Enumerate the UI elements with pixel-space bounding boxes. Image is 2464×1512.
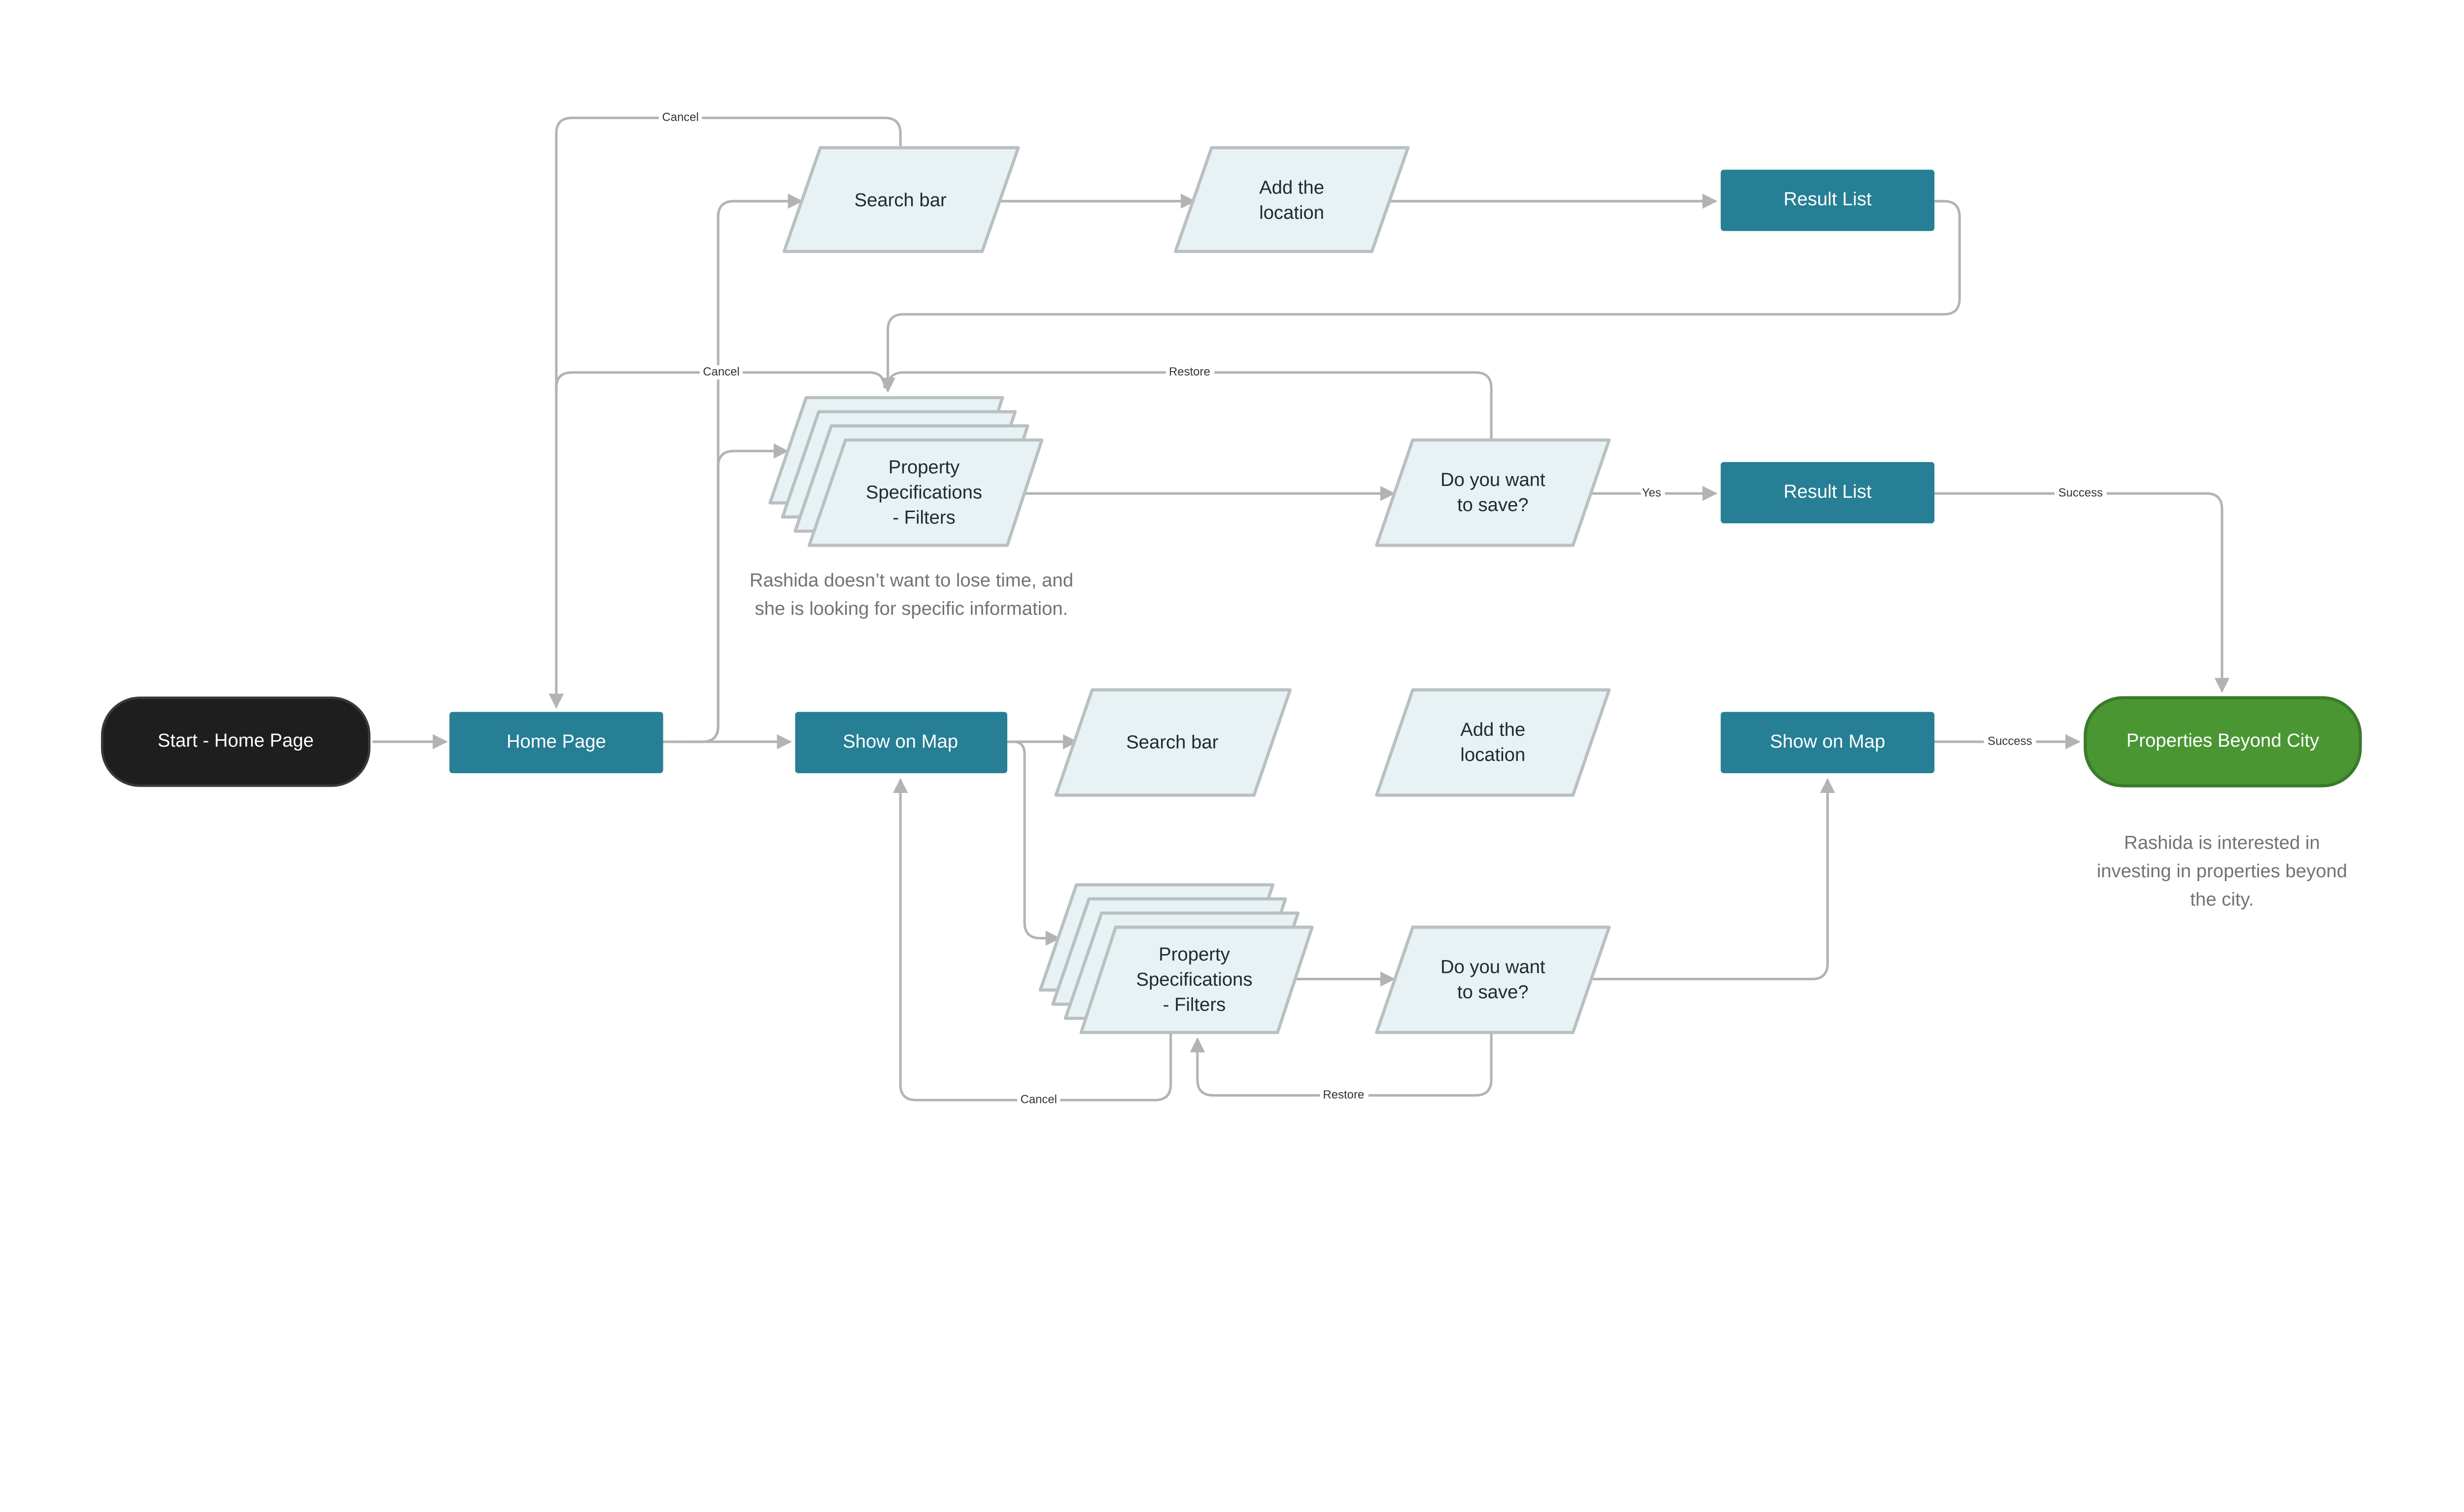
node-home-page-label: Home Page (507, 731, 606, 752)
node-save-top-line1: Do you want (1440, 469, 1545, 490)
edge-restore-top (887, 371, 1493, 440)
edge-cancel-top (548, 116, 902, 709)
node-add-location-top-line1: Add the (1259, 177, 1324, 198)
note-end-line3: the city. (2190, 889, 2254, 910)
edge-result-end (1934, 492, 2230, 693)
label-success-top: Success (2058, 486, 2103, 500)
node-save-bottom-line2: to save? (1457, 981, 1529, 1002)
note-filters-line1: Rashida doesn’t want to lose time, and (750, 570, 1073, 591)
node-start[interactable]: Start - Home Page (101, 696, 371, 787)
node-show-on-map-right-label: Show on Map (1770, 731, 1885, 752)
node-search-bar-top[interactable]: Search bar (783, 146, 1020, 253)
node-filters-top-line1: Property (889, 456, 960, 478)
node-show-on-map-left[interactable]: Show on Map (795, 712, 1008, 773)
note-end-line1: Rashida is interested in (2124, 832, 2320, 853)
node-filters-bottom[interactable]: Property Specifications - Filters (1038, 883, 1314, 1034)
label-yes: Yes (1642, 486, 1661, 500)
node-filters-top-line3: - Filters (892, 507, 956, 528)
node-add-location-mid-line2: location (1460, 744, 1525, 765)
node-end-label: Properties Beyond City (2126, 730, 2320, 751)
connectors (372, 116, 2230, 1101)
node-save-decision-bottom[interactable]: Do you want to save? (1375, 926, 1611, 1034)
node-add-location-mid[interactable]: Add the location (1375, 688, 1611, 797)
node-add-location-top[interactable]: Add the location (1174, 146, 1410, 253)
node-result-list-top[interactable]: Result List (1720, 170, 1935, 231)
node-filters-bottom-line2: Specifications (1136, 969, 1252, 990)
edge-save-showmap (1590, 778, 1835, 981)
node-filters-bottom-line3: - Filters (1163, 994, 1226, 1015)
node-filters-bottom-line1: Property (1159, 944, 1230, 965)
label-cancel-top: Cancel (662, 110, 699, 124)
node-add-location-mid-line1: Add the (1460, 719, 1525, 740)
node-save-decision-top[interactable]: Do you want to save? (1375, 438, 1611, 547)
note-filters-line2: she is looking for specific information. (755, 598, 1068, 619)
node-show-on-map-right[interactable]: Show on Map (1720, 712, 1935, 773)
edge-restore-bottom (1190, 1032, 1493, 1097)
edge-result-filters (880, 200, 1961, 393)
note-end-line2: investing in properties beyond (2097, 860, 2347, 882)
edge-showmap-filters (1007, 740, 1061, 946)
label-cancel-bottom: Cancel (1021, 1093, 1057, 1106)
label-success-mid: Success (1987, 734, 2032, 748)
node-filters-top-line2: Specifications (866, 481, 982, 503)
node-search-bar-mid-label: Search bar (1126, 731, 1218, 753)
label-cancel-mid: Cancel (703, 365, 739, 378)
label-restore-top: Restore (1169, 365, 1210, 378)
node-filters-top[interactable]: Property Specifications - Filters (768, 396, 1044, 547)
flowchart: Cancel Cancel Restore Yes Success Succes… (101, 110, 2362, 1106)
node-result-list-mid-label: Result List (1783, 481, 1872, 502)
node-start-label: Start - Home Page (158, 730, 314, 751)
edge-home-filters (691, 443, 789, 743)
node-result-list-top-label: Result List (1783, 189, 1872, 210)
edge-cancel-bottom (892, 778, 1172, 1101)
node-home-page[interactable]: Home Page (449, 712, 663, 773)
node-end-properties-beyond-city[interactable]: Properties Beyond City (2084, 696, 2362, 788)
node-search-bar-top-label: Search bar (855, 189, 947, 210)
node-show-on-map-left-label: Show on Map (843, 731, 958, 752)
node-search-bar-mid[interactable]: Search bar (1054, 688, 1292, 797)
label-restore-bottom: Restore (1323, 1088, 1365, 1101)
node-save-top-line2: to save? (1457, 494, 1529, 515)
node-save-bottom-line1: Do you want (1440, 956, 1545, 977)
node-add-location-top-line2: location (1259, 202, 1324, 223)
node-result-list-mid[interactable]: Result List (1720, 462, 1935, 523)
